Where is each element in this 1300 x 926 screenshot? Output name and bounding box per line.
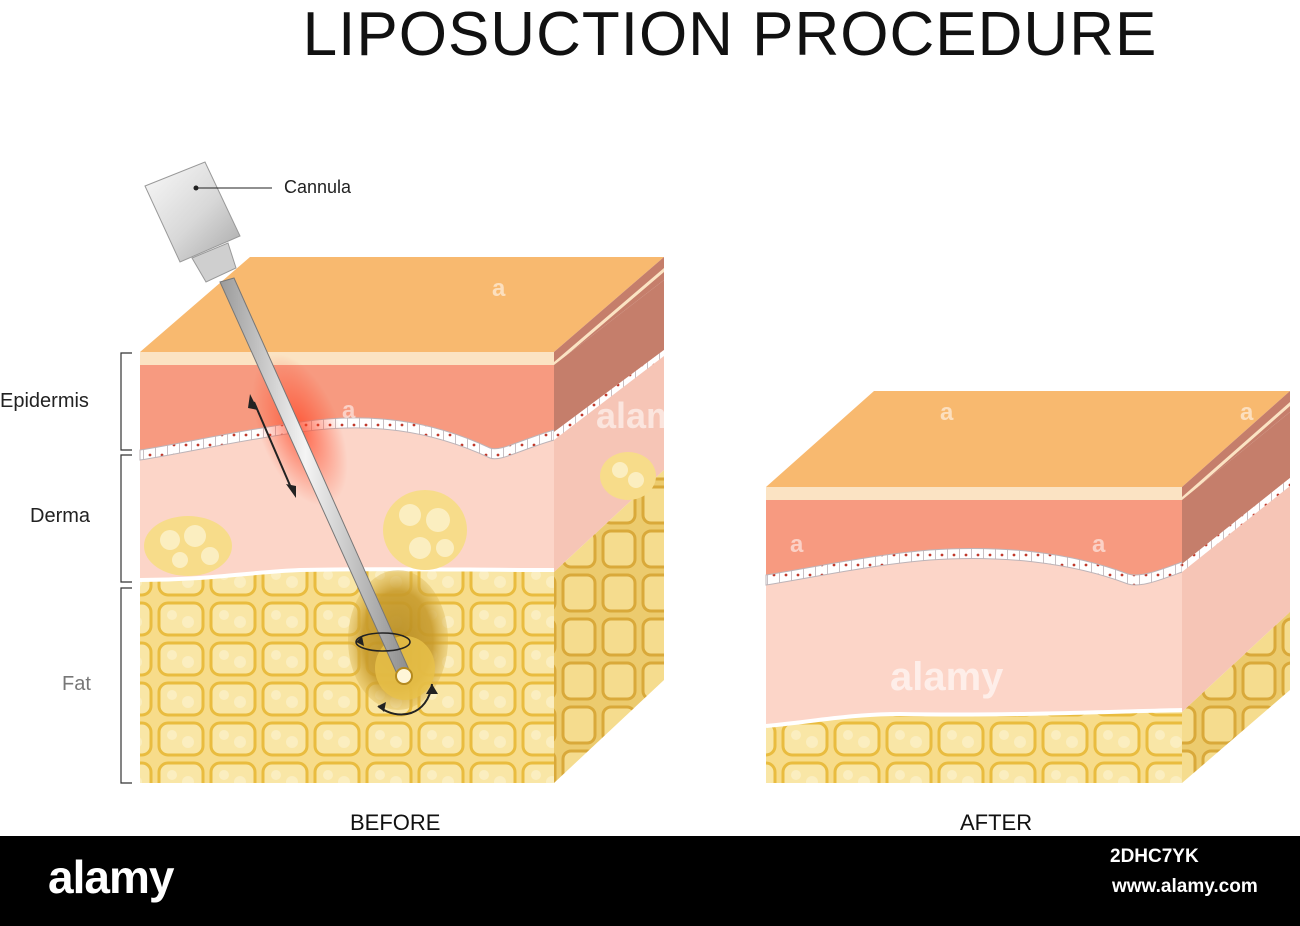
cannula-label: Cannula (284, 177, 352, 197)
after-side-fat (1182, 612, 1290, 783)
watermark-mark: a (492, 275, 506, 302)
after-surface-strip (766, 487, 1182, 500)
fat-lobule (383, 490, 467, 570)
before-fat-front (140, 569, 554, 783)
after-skin-block: a a a a alamy (765, 391, 1290, 783)
after-epidermis-front (766, 500, 1182, 576)
before-top-surface (140, 257, 664, 352)
watermark-logo: alamy (890, 655, 1004, 699)
watermark-mark: a (790, 531, 804, 558)
watermark-logo: alamy (596, 395, 698, 436)
after-side-epidermis (1182, 412, 1290, 564)
after-derma-front (766, 548, 1182, 726)
before-skin-block: a a alamy (139, 257, 698, 783)
after-side-top (1182, 391, 1290, 500)
cannula-handle (144, 161, 241, 263)
derma-label: Derma (30, 505, 91, 527)
fat-label: Fat (62, 673, 91, 695)
alamy-logo: alamy (48, 851, 174, 903)
before-side-fat (554, 470, 664, 783)
motion-arrow (253, 401, 293, 491)
fat-lobule (144, 516, 232, 576)
site-url: www.alamy.com (1112, 876, 1258, 897)
after-fat-front (766, 710, 1182, 783)
watermark-mark: a (1240, 399, 1254, 426)
before-epidermis-front (140, 365, 554, 450)
stock-footer-bar: alamy 2DHC7YK www.alamy.com (0, 836, 1300, 926)
before-caption: BEFORE (350, 810, 441, 835)
liposuction-diagram: a a alamy (120, 161, 1290, 784)
layer-brackets (120, 352, 132, 784)
watermark-mark: a (1092, 531, 1106, 558)
before-side-epidermis (554, 280, 664, 432)
fat-lobule (600, 452, 656, 500)
after-caption: AFTER (960, 810, 1033, 835)
page-title: LIPOSUCTION PROCEDURE (302, 0, 1158, 69)
epidermis-label: Epidermis (0, 390, 89, 412)
before-side-top (554, 257, 664, 365)
after-top-surface (766, 391, 1290, 487)
image-id: 2DHC7YK (1110, 846, 1199, 867)
cannula-instrument (144, 161, 448, 716)
watermark-mark: a (342, 397, 356, 424)
watermark-mark: a (940, 399, 954, 426)
before-surface-strip (140, 352, 554, 365)
after-side-derma (1182, 478, 1290, 712)
